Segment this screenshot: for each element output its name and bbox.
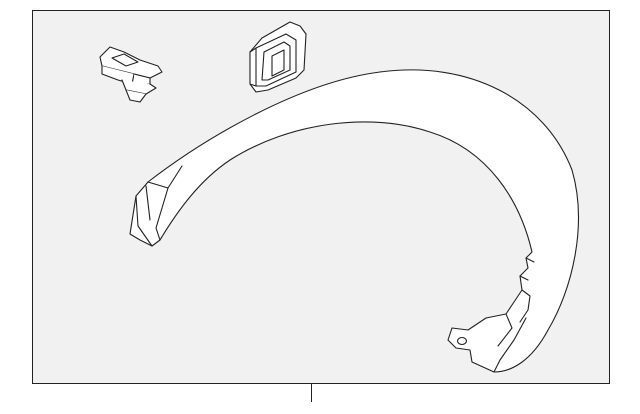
grommet-seal-icon [249, 21, 307, 93]
arch-molding-icon [129, 69, 579, 373]
callout-leader-line [311, 384, 312, 402]
retainer-clip-icon [99, 46, 163, 103]
